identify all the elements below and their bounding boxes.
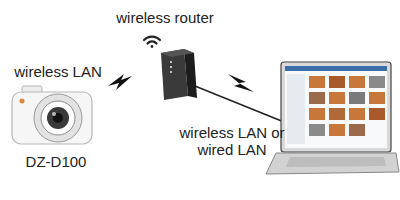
lan-cable <box>190 84 284 122</box>
label-text: wireless router <box>116 9 214 26</box>
laptop-icon <box>266 62 399 174</box>
label-text: wireless LAN <box>14 63 102 80</box>
label-text: DZ-D100 <box>26 153 87 170</box>
wireless-bolt <box>108 74 132 90</box>
camera-icon <box>12 86 92 144</box>
router-icon <box>161 49 197 100</box>
wireless-bolt <box>228 74 254 92</box>
wifi-symbol <box>144 37 160 48</box>
label-text: wireless LAN or wired LAN <box>176 124 288 158</box>
